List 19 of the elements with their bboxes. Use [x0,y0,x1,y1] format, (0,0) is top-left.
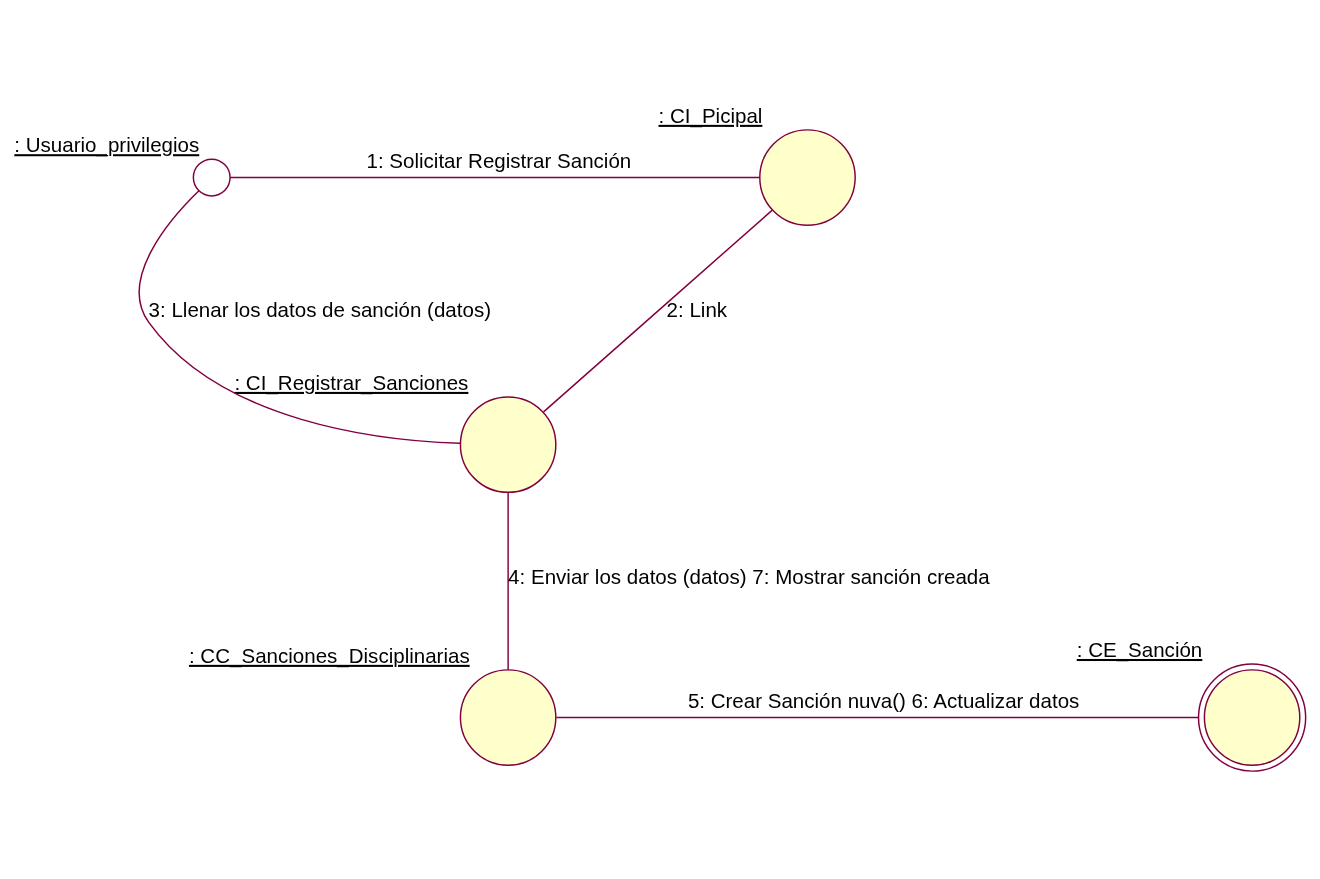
node-label: : CE_Sanción [1076,637,1203,661]
node-circle [759,129,856,226]
connector [555,716,1200,719]
node-circle [459,669,557,766]
edge-label: 2: Link [666,297,728,321]
connector [229,176,761,179]
node-label: : CI_Registrar_Sanciones [234,370,469,394]
connector [138,190,461,445]
connector [542,209,773,413]
node-circle [1197,663,1307,772]
node-label: : CC_Sanciones_Disciplinarias [188,643,470,667]
node-label: : Usuario_privilegios [14,133,200,157]
node-circle [459,396,557,494]
edge-label: 5: Crear Sanción nuva() 6: Actualizar datos [687,688,1080,712]
connector [507,491,509,671]
edge-label: 3: Llenar los datos de sanción (datos) [148,297,492,321]
node-circle [192,158,231,197]
edge-label: 1: Solicitar Registrar Sanción [366,148,632,172]
node-label: : CI_Picipal [658,103,763,127]
